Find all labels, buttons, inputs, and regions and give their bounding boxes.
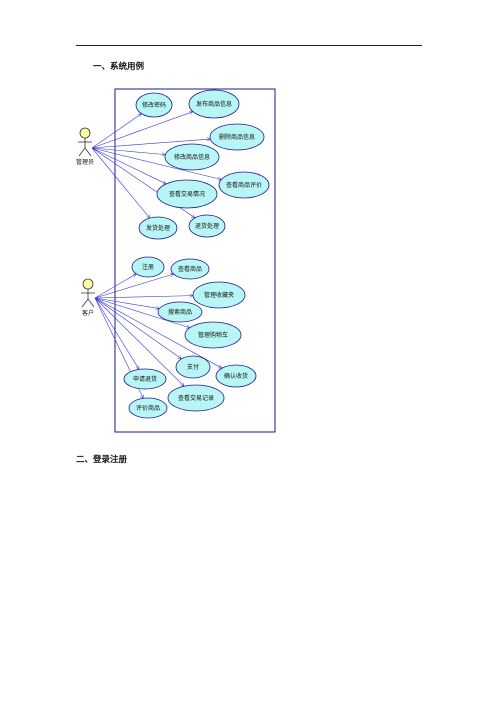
use-case-label: 搜索商品 xyxy=(168,308,192,316)
association-customer-view_records xyxy=(94,297,184,386)
use-case-label: 查看商品 xyxy=(178,265,202,273)
use-case-label: 退货处理 xyxy=(195,222,219,230)
use-case-label: 注册 xyxy=(142,263,154,271)
use-case-ellipse xyxy=(215,364,257,388)
actor-head xyxy=(79,127,91,139)
use-case-register: 注册 xyxy=(131,256,165,278)
use-case-publish-goods: 发布商品信息 xyxy=(188,89,240,119)
actor-left-leg xyxy=(81,298,89,308)
association-admin-view_trades_admin xyxy=(91,147,166,184)
use-case-ellipse xyxy=(175,355,211,379)
actor-label: 客户 xyxy=(82,309,94,317)
use-case-edit-goods: 修改商品信息 xyxy=(164,143,220,171)
use-case-label: 支付 xyxy=(187,363,199,371)
use-case-label: 申请退货 xyxy=(133,375,157,383)
use-case-rate-goods: 评价商品 xyxy=(128,397,168,419)
use-case-view-goods: 查看商品 xyxy=(170,258,210,280)
use-case-label: 修改商品信息 xyxy=(174,153,210,161)
use-case-ellipse xyxy=(123,368,167,390)
association-admin-edit_goods xyxy=(91,147,165,155)
use-case-ship: 发货处理 xyxy=(138,216,178,240)
use-case-label: 修改密码 xyxy=(142,101,166,109)
use-case-ellipse xyxy=(167,384,225,412)
use-case-ellipse xyxy=(164,143,220,171)
actor-label: 管理员 xyxy=(76,158,94,166)
use-case-view-records: 查看交易记录 xyxy=(167,384,225,412)
use-case-ellipse xyxy=(184,321,242,349)
association-admin-change_pwd xyxy=(91,114,142,149)
use-case-ellipse xyxy=(218,171,270,199)
use-case-label: 发货处理 xyxy=(146,224,170,232)
use-case-label: 发布商品信息 xyxy=(196,100,232,108)
association-customer-manage_cart xyxy=(94,297,190,328)
association-customer-manage_favorites xyxy=(94,296,193,299)
use-case-label: 管理收藏夹 xyxy=(204,291,234,299)
use-case-ellipse xyxy=(156,179,218,209)
use-case-pay: 支付 xyxy=(175,355,211,379)
association-admin-delete_goods xyxy=(91,139,210,149)
use-case-label: 管理购物车 xyxy=(198,331,228,339)
actor-head xyxy=(82,278,94,290)
association-customer-confirm_receipt xyxy=(94,297,222,368)
use-case-ellipse xyxy=(170,258,210,280)
association-admin-publish_goods xyxy=(91,112,193,149)
use-case-ellipse xyxy=(135,92,173,118)
association-customer-pay xyxy=(94,297,181,359)
actor-customer: 客户 xyxy=(81,278,95,317)
use-case-ellipse xyxy=(157,301,203,323)
use-case-ellipse xyxy=(209,123,265,151)
actor-left-leg xyxy=(78,147,86,157)
use-case-label: 评价商品 xyxy=(136,404,160,412)
association-customer-search_goods xyxy=(94,297,159,309)
use-case-search-goods: 搜索商品 xyxy=(157,301,203,323)
actor-admin: 管理员 xyxy=(76,127,94,166)
use-case-label: 查看交易记录 xyxy=(178,394,214,402)
use-case-ellipse xyxy=(128,397,168,419)
system-boundary xyxy=(114,88,276,433)
use-case-confirm-receipt: 确认收货 xyxy=(215,364,257,388)
use-case-change-pwd: 修改密码 xyxy=(135,92,173,118)
use-case-refund: 退货处理 xyxy=(188,214,226,238)
use-case-ellipse xyxy=(131,256,165,278)
use-case-label: 查看交易情况 xyxy=(169,190,205,198)
association-customer-view_goods xyxy=(94,274,174,299)
use-case-apply-return: 申请退货 xyxy=(123,368,167,390)
actor-right-leg xyxy=(87,298,95,308)
section-heading-use-cases: 一、系统用例 xyxy=(93,62,145,72)
use-case-label: 查看商品评价 xyxy=(226,181,262,189)
use-case-ellipse xyxy=(188,214,226,238)
association-admin-view_reviews xyxy=(91,147,221,179)
actor-right-leg xyxy=(84,147,92,157)
use-case-ellipse xyxy=(138,216,178,240)
use-case-manage-favorites: 管理收藏夹 xyxy=(192,281,246,309)
use-case-delete-goods: 删除商品信息 xyxy=(209,123,265,151)
page-top-rule xyxy=(76,45,422,46)
use-case-view-trades-admin: 查看交易情况 xyxy=(156,179,218,209)
association-admin-ship xyxy=(91,147,150,218)
section-heading-login-register: 二、登录注册 xyxy=(76,455,128,465)
use-case-ellipse xyxy=(188,89,240,119)
association-customer-apply_return xyxy=(94,297,139,369)
use-case-ellipse xyxy=(192,281,246,309)
association-customer-register xyxy=(94,274,136,299)
use-case-manage-cart: 管理购物车 xyxy=(184,321,242,349)
use-case-view-reviews: 查看商品评价 xyxy=(218,171,270,199)
use-case-label: 删除商品信息 xyxy=(219,133,255,141)
use-case-label: 确认收货 xyxy=(224,372,248,380)
